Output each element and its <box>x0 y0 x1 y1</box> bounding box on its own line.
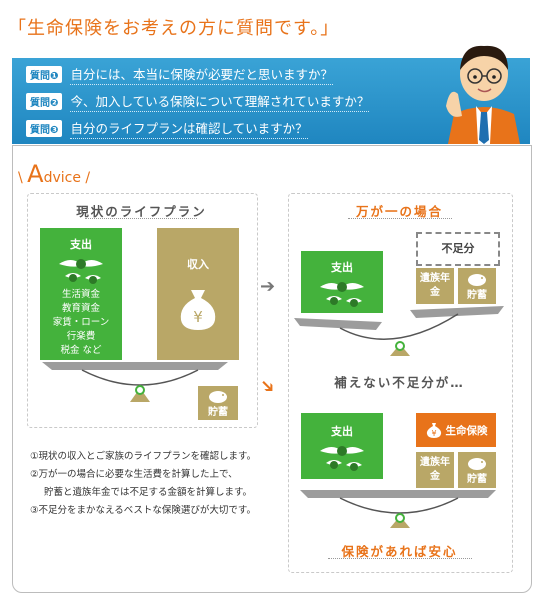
divider <box>85 218 197 219</box>
question-text: 今、加入している保険について理解されていますか？ <box>70 91 370 112</box>
arrow-right-icon: ➔ <box>260 276 276 297</box>
expense-label: 支出 <box>331 261 353 274</box>
question-tag: 質問❷ <box>26 92 63 110</box>
svg-text:¥: ¥ <box>193 308 203 326</box>
expense-label: 支出 <box>70 238 92 251</box>
survivor-pension-block: 遺族年金 <box>416 452 454 488</box>
savings-block: 貯蓄 <box>198 386 238 420</box>
flying-yen-icon <box>320 446 364 471</box>
expense-item: 税金 など <box>60 345 102 356</box>
svg-text:¥: ¥ <box>431 429 436 438</box>
question-2: 質問❷ 今、加入している保険について理解されていますか？ <box>26 91 370 112</box>
shortfall-box: 不足分 <box>416 232 500 266</box>
expense-item: 教育資金 <box>61 303 100 314</box>
cannot-cover-text: 補えない不足分が… <box>334 375 465 390</box>
savings-label: 貯蓄 <box>467 474 487 485</box>
savings-block: 貯蓄 <box>458 452 496 488</box>
survivor-pension-block: 遺族年金 <box>416 268 454 304</box>
question-bar <box>12 58 530 144</box>
insured-footer: 保険があれば安心 <box>341 544 458 559</box>
expense-block: 支出 生活資金 教育資金 家賃・ローン 行楽費 税金 など <box>40 228 122 360</box>
piggy-bank-icon <box>468 458 486 470</box>
divider <box>328 558 472 559</box>
income-label: 収入 <box>187 258 209 271</box>
balance-scale <box>300 490 496 528</box>
advice-heading: \ Advice / <box>18 160 91 188</box>
money-bag-icon: ¥ <box>426 423 441 438</box>
question-text: 自分のライフプランは確認していますか？ <box>70 118 308 139</box>
flying-yen-icon <box>59 259 103 284</box>
flying-yen-icon <box>320 282 364 307</box>
life-insurance-block: ¥ 生命保険 <box>416 413 496 447</box>
note-line: ②万が一の場合に必要な生活費を計算した上で、 <box>30 469 238 480</box>
expense-item: 家賃・ローン <box>52 317 110 328</box>
divider <box>348 218 452 219</box>
current-lifeplan-title: 現状のライフプラン <box>76 204 207 219</box>
life-insurance-label: 生命保険 <box>445 424 488 437</box>
balance-scale <box>42 362 228 402</box>
money-bag-icon: ¥ <box>180 290 216 330</box>
question-3: 質問❸ 自分のライフプランは確認していますか？ <box>26 118 308 139</box>
note-line: ①現状の収入とご家族のライフプランを確認します。 <box>30 451 257 462</box>
advisor-illustration <box>446 45 520 144</box>
balance-scale <box>294 306 504 356</box>
page-title: 「生命保険をお考えの方に質問です。」 <box>8 18 340 39</box>
note-line: ③不足分をまかなえるベストな保険選びが大切です。 <box>30 505 256 516</box>
question-tag: 質問❶ <box>26 65 63 83</box>
emergency-title: 万が一の場合 <box>355 204 443 219</box>
question-1: 質問❶ 自分には、本当に保険が必要だと思いますか？ <box>26 64 333 85</box>
question-text: 自分には、本当に保険が必要だと思いますか？ <box>70 64 333 85</box>
piggy-bank-icon <box>209 391 227 403</box>
savings-block: 貯蓄 <box>458 268 496 304</box>
note-line: 貯蓄と遺族年金では不足する金額を計算します。 <box>44 487 253 498</box>
income-block: 収入 ¥ <box>157 228 239 360</box>
expense-label: 支出 <box>331 425 353 438</box>
expense-item: 行楽費 <box>66 331 96 342</box>
savings-label: 貯蓄 <box>467 290 487 301</box>
piggy-bank-icon <box>468 274 486 286</box>
savings-label: 貯蓄 <box>208 407 228 418</box>
expense-block: 支出 <box>301 413 383 479</box>
expense-item: 生活資金 <box>61 289 100 300</box>
question-tag: 質問❸ <box>26 119 63 137</box>
expense-block: 支出 <box>301 251 383 313</box>
